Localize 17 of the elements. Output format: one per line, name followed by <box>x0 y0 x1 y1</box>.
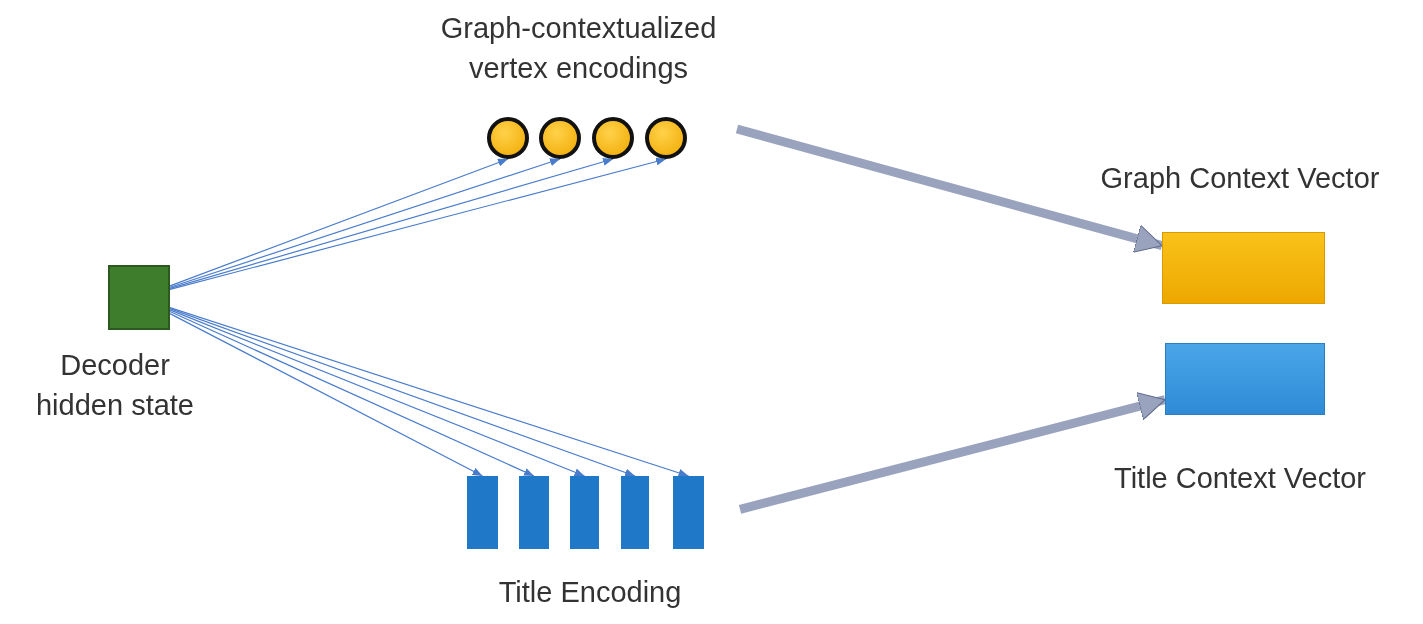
node-label: Graph-contextualized vertex encodings <box>439 11 718 86</box>
node-label: Title Context Vector <box>1113 461 1367 496</box>
arrow <box>169 313 484 477</box>
encoding-circle <box>487 117 529 159</box>
encoding-bar <box>570 476 599 549</box>
node-label: Graph Context Vector <box>1099 161 1381 196</box>
encoding-circle <box>539 117 581 159</box>
encoding-bar <box>673 476 704 549</box>
encoding-bar <box>519 476 549 549</box>
encoding-circle <box>645 117 687 159</box>
arrow <box>738 392 1167 514</box>
encoding-bar <box>621 476 649 549</box>
node-label: Decoder hidden state <box>35 348 195 423</box>
arrow <box>735 124 1164 253</box>
encoding-circle <box>592 117 634 159</box>
encoding-bar <box>467 476 498 549</box>
node-label: Title Encoding <box>497 575 683 610</box>
